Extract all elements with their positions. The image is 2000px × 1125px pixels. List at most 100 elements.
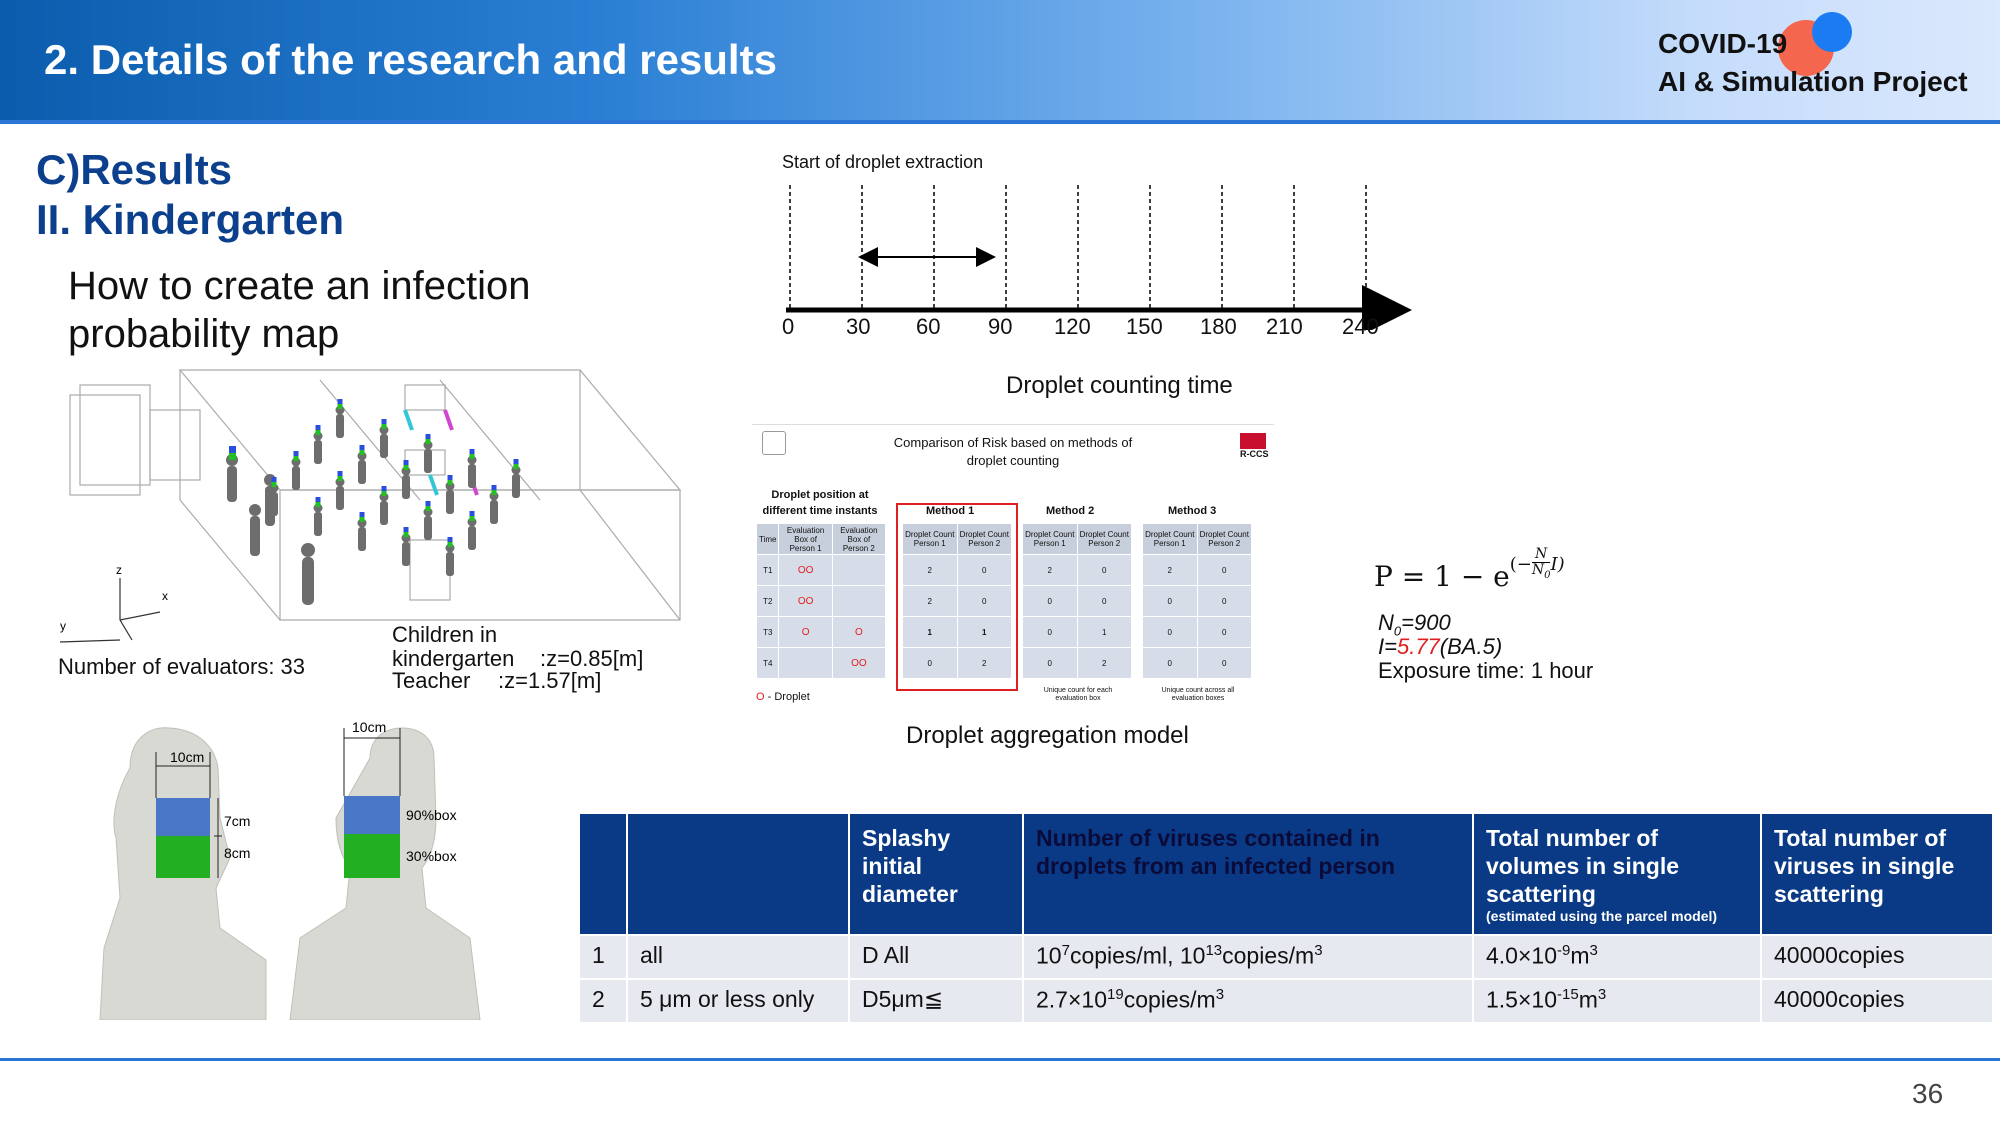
child-figure bbox=[313, 497, 323, 536]
front-bottom-box bbox=[344, 834, 400, 878]
n0-value: N0=900 bbox=[1378, 610, 1451, 638]
table-row: 2 5 μm or less only D5μm≦ 2.7×1019copies… bbox=[578, 978, 1994, 1024]
axis-z-label: z bbox=[116, 563, 122, 577]
volume-unit-exp: 3 bbox=[1589, 942, 1598, 959]
row-viruses: 107copies/ml, 1013copies/m3 bbox=[1022, 934, 1474, 980]
tick-210: 210 bbox=[1266, 314, 1303, 339]
droplet-legend-mark: O bbox=[756, 691, 765, 703]
cell: T4 bbox=[755, 647, 780, 679]
child-figure bbox=[335, 471, 345, 510]
cell: O bbox=[831, 616, 887, 648]
row-viruses: 2.7×1019copies/m3 bbox=[1022, 978, 1474, 1024]
cell: 0 bbox=[1022, 585, 1078, 617]
front-top-box bbox=[344, 796, 400, 834]
footer-divider bbox=[0, 1058, 2000, 1061]
cell: OO bbox=[778, 585, 833, 617]
method-title-line1: How to create an infection bbox=[68, 264, 531, 308]
front-top-box-label: 90%box bbox=[406, 807, 457, 823]
timeline-caption: Droplet counting time bbox=[1006, 372, 1233, 399]
method1-highlight-box bbox=[896, 503, 1018, 691]
cell: 0 bbox=[1142, 585, 1198, 617]
project-name-line2: AI & Simulation Project bbox=[1658, 66, 1968, 97]
formula-base: P = 1 − e bbox=[1374, 560, 1510, 593]
cell: 2 bbox=[956, 647, 1012, 679]
child-figure bbox=[467, 449, 477, 488]
side-bottom-height-label: 8cm bbox=[224, 845, 250, 861]
col-eval1: Evaluation Box of Person 1 bbox=[778, 523, 833, 555]
method1-label: Method 1 bbox=[926, 505, 975, 517]
left-header-line2: different time instants bbox=[762, 505, 878, 517]
formula-denominator-sub: 0 bbox=[1544, 569, 1551, 581]
cell: 0 bbox=[1196, 616, 1252, 648]
volume-mantissa: 1.5×10 bbox=[1486, 986, 1557, 1013]
header-viruses: Number of viruses contained in droplets … bbox=[1022, 812, 1474, 936]
viruses-a: 10 bbox=[1036, 942, 1062, 969]
header-diameter: Splashy initial diameter bbox=[848, 812, 1024, 936]
child-figure bbox=[401, 460, 411, 499]
evaluator-count: Number of evaluators: 33 bbox=[58, 654, 306, 679]
timeline-top-label: Start of droplet extraction bbox=[782, 152, 984, 172]
col-count2: Droplet Count Person 2 bbox=[1076, 523, 1132, 555]
child-figure bbox=[445, 537, 455, 576]
child-figure bbox=[489, 485, 499, 524]
child-figure bbox=[357, 445, 367, 484]
header-no bbox=[578, 812, 628, 936]
tick-60: 60 bbox=[916, 314, 941, 339]
volume-exp: -9 bbox=[1557, 942, 1571, 959]
method3-note: Unique count across all evaluation boxes bbox=[1161, 687, 1235, 702]
axis-y-label: y bbox=[60, 619, 66, 633]
front-width-label: 10cm bbox=[352, 719, 386, 735]
cell: 0 bbox=[1022, 616, 1078, 648]
viruses-c: copies/m bbox=[1222, 942, 1315, 969]
child-figure bbox=[445, 475, 455, 514]
header-range bbox=[626, 812, 850, 936]
child-figure bbox=[357, 512, 367, 551]
row-no: 2 bbox=[578, 978, 628, 1024]
cell: 0 bbox=[1076, 585, 1132, 617]
axis-x-label: x bbox=[162, 589, 168, 603]
header-total: Total number of viruses in single scatte… bbox=[1760, 812, 1994, 936]
i-label: I= bbox=[1378, 634, 1397, 659]
tick-240: 240 bbox=[1342, 314, 1379, 339]
formula-denominator: N bbox=[1531, 562, 1545, 579]
cell: O bbox=[778, 616, 833, 648]
tick-180: 180 bbox=[1200, 314, 1237, 339]
subsection-heading: II. Kindergarten bbox=[36, 196, 345, 243]
project-logo-blue-circle bbox=[1812, 12, 1852, 52]
child-figure bbox=[335, 399, 345, 438]
cell: 0 bbox=[1142, 616, 1198, 648]
header-bar bbox=[0, 0, 2000, 120]
teacher-label: Teacher bbox=[392, 668, 471, 693]
header-volume-note: (estimated using the parcel model) bbox=[1486, 908, 1718, 924]
institution-logo-icon bbox=[762, 431, 786, 455]
cell: 0 bbox=[1142, 647, 1198, 679]
cell: 2 bbox=[1022, 554, 1078, 586]
col-count1: Droplet Count Person 1 bbox=[1142, 523, 1198, 555]
table-row: 1 all D All 107copies/ml, 1013copies/m3 … bbox=[578, 934, 1994, 980]
aggregation-title-line1: Comparison of Risk based on methods of bbox=[893, 435, 1133, 450]
evaluation-box-figure: 10cm 7cm 8cm 10cm 90%box 30%box bbox=[99, 719, 481, 1020]
rccs-logo-text: R-CCS bbox=[1240, 449, 1269, 459]
child-figure bbox=[401, 527, 411, 566]
cell: T1 bbox=[755, 554, 780, 586]
exposure-time: Exposure time: 1 hour bbox=[1378, 658, 1594, 683]
header-divider bbox=[0, 120, 2000, 124]
tick-150: 150 bbox=[1126, 314, 1163, 339]
tick-0: 0 bbox=[782, 314, 795, 339]
cell: 1 bbox=[956, 616, 1012, 648]
viruses-exp-c: 3 bbox=[1314, 942, 1323, 959]
project-name-line1: COVID-19 bbox=[1658, 28, 1788, 59]
cell: OO bbox=[778, 554, 833, 586]
viruses-exp-b: 3 bbox=[1215, 986, 1225, 1003]
left-header-line1: Droplet position at bbox=[771, 489, 869, 501]
viruses-b: copies/ml, 10 bbox=[1069, 942, 1206, 969]
cell: T2 bbox=[755, 585, 780, 617]
side-top-height-label: 7cm bbox=[224, 813, 250, 829]
cell: 0 bbox=[1022, 647, 1078, 679]
row-total: 40000copies bbox=[1760, 934, 1994, 980]
row-no: 1 bbox=[578, 934, 628, 980]
method3-label: Method 3 bbox=[1168, 505, 1217, 517]
cell: 0 bbox=[1196, 647, 1252, 679]
